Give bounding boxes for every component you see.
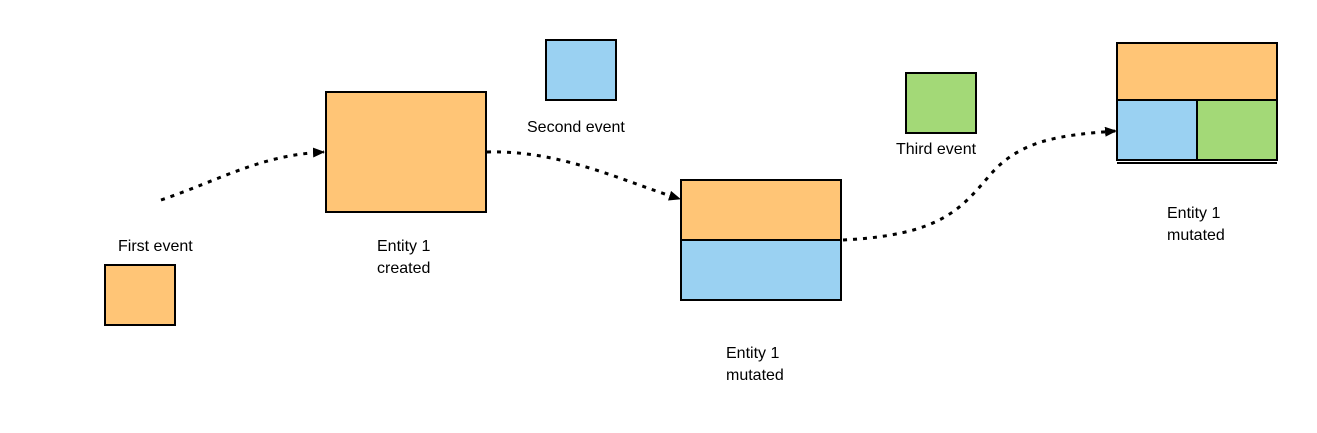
entity-created-block bbox=[325, 91, 487, 213]
entity-created-label-line1: Entity 1 bbox=[377, 238, 431, 255]
entity-final-label-line2: mutated bbox=[1167, 227, 1225, 244]
entity-final-label-line1: Entity 1 bbox=[1167, 205, 1221, 222]
connector-first-event-to-entity-created bbox=[160, 147, 325, 202]
connector-entity-created-to-entity-mutated bbox=[486, 150, 681, 201]
entity-final-green-part bbox=[1196, 99, 1278, 161]
entity-mutated-orange-part bbox=[680, 179, 842, 241]
entity-mutated-label-line2: mutated bbox=[726, 367, 784, 384]
first-event-square bbox=[104, 264, 176, 326]
first-event-label: First event bbox=[118, 238, 193, 255]
connector-entity-mutated-to-entity-final bbox=[842, 126, 1117, 242]
entity-created-label-line2: created bbox=[377, 260, 431, 277]
second-event-square bbox=[545, 39, 617, 101]
entity-mutated-label-line1: Entity 1 bbox=[726, 345, 780, 362]
entity-final-label: Entity 1 mutated bbox=[1167, 203, 1225, 247]
entity-final-blue-part bbox=[1116, 99, 1198, 161]
third-event-square bbox=[905, 72, 977, 134]
second-event-label: Second event bbox=[527, 119, 625, 136]
entity-mutated-label: Entity 1 mutated bbox=[726, 343, 784, 387]
third-event-label: Third event bbox=[896, 141, 977, 158]
entity-created-label: Entity 1 created bbox=[377, 236, 430, 280]
entity-final-orange-part bbox=[1116, 42, 1278, 101]
entity-mutated-blue-part bbox=[680, 239, 842, 301]
